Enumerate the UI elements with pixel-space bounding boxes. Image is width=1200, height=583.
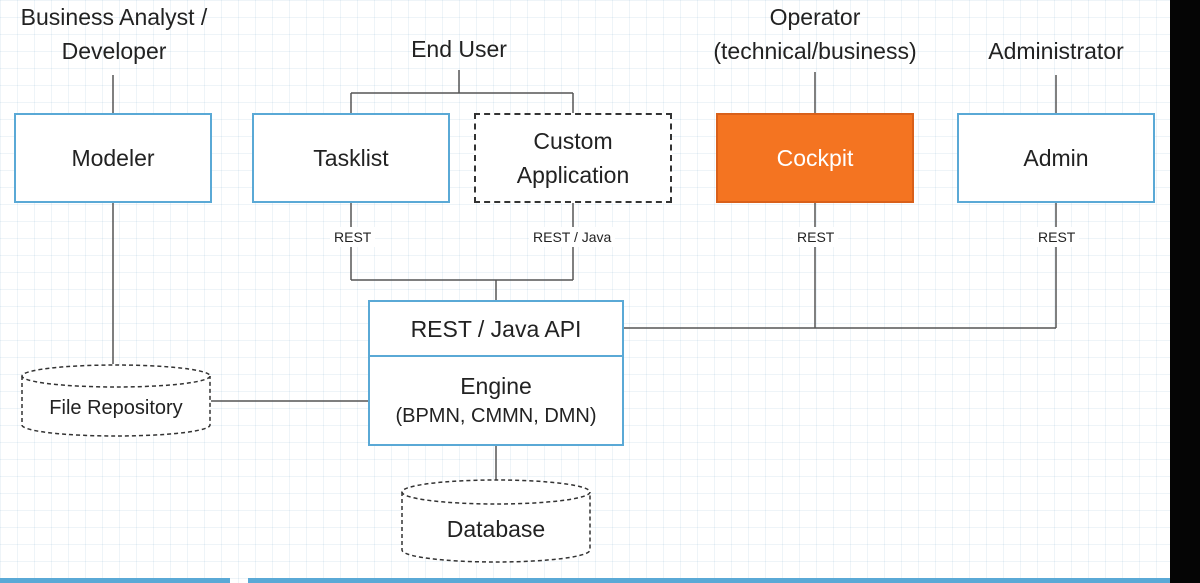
role-operator: Operator (technical/business) (713, 4, 917, 64)
bottom-strip-left (0, 578, 230, 583)
cockpit-rest-label: REST (793, 227, 839, 247)
file-repository-label: File Repository (49, 397, 183, 419)
custom-application-label-1: Custom (533, 128, 613, 154)
modeler-label: Modeler (71, 145, 155, 171)
admin-label: Admin (1023, 145, 1089, 171)
engine-box[interactable]: Engine (BPMN, CMMN, DMN) (368, 355, 624, 446)
role-administrator: Administrator (988, 38, 1124, 64)
file-repository-cylinder (21, 364, 211, 437)
custom-rest-java-label: REST / Java (529, 227, 616, 247)
cockpit-box[interactable]: Cockpit (716, 113, 914, 203)
rest-java-api-box[interactable]: REST / Java API (368, 300, 624, 356)
custom-application-label-2: Application (516, 162, 630, 188)
cockpit-label: Cockpit (776, 145, 854, 171)
engine-subtitle: (BPMN, CMMN, DMN) (395, 404, 597, 427)
window-edge (1170, 0, 1200, 583)
admin-rest-label: REST (1034, 227, 1080, 247)
grid-background (0, 0, 1170, 583)
tasklist-label: Tasklist (313, 145, 389, 171)
bottom-strip-right (248, 578, 1170, 583)
modeler-box[interactable]: Modeler (14, 113, 212, 203)
database-label: Database (446, 516, 546, 542)
api-label: REST / Java API (410, 316, 582, 342)
role-end-user: End User (411, 36, 507, 62)
tasklist-box[interactable]: Tasklist (252, 113, 450, 203)
tasklist-rest-label: REST (330, 227, 376, 247)
database-cylinder (401, 479, 591, 563)
custom-application-box[interactable]: Custom Application (474, 113, 672, 203)
admin-box[interactable]: Admin (957, 113, 1155, 203)
engine-title: Engine (460, 372, 532, 399)
role-business-analyst: Business Analyst / Developer (20, 4, 208, 64)
